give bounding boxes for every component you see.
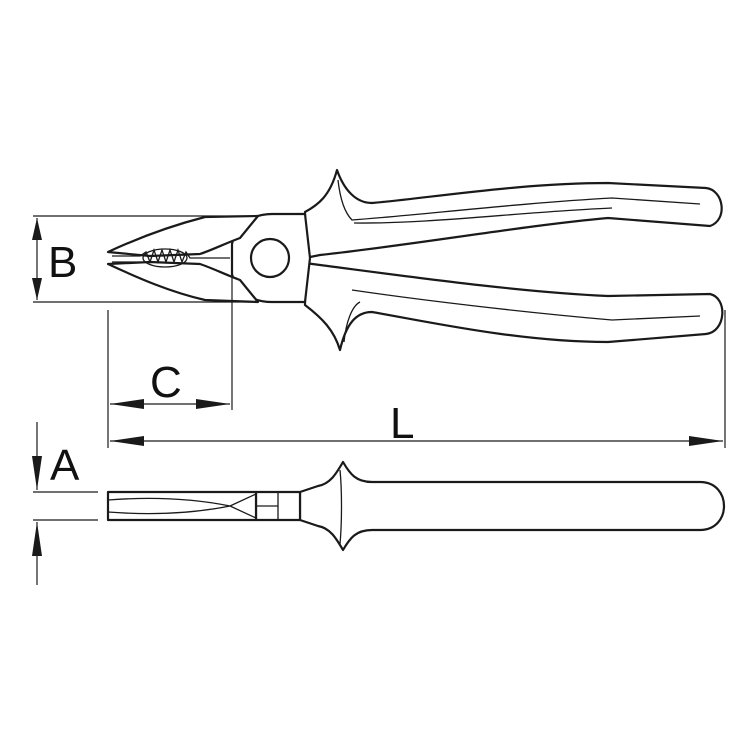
pliers-top-view <box>106 168 724 352</box>
lower-handle-inner-line-2 <box>343 301 361 343</box>
dim-c-label: C <box>150 358 182 407</box>
upper-handle-inner-line-2 <box>353 207 613 224</box>
pivot-rivet <box>249 237 291 279</box>
lower-handle-inner-line <box>351 289 701 321</box>
side-handle-guard-line <box>339 469 343 545</box>
lower-handle <box>303 261 724 352</box>
side-jaw <box>106 490 258 522</box>
upper-handle-inner-line <box>337 179 701 221</box>
dim-l-arrow-right <box>689 436 723 446</box>
dim-b-label: B <box>48 238 77 287</box>
dim-a-arrow-top <box>32 456 42 490</box>
dim-c-arrow-left <box>110 399 144 409</box>
dim-a-label: A <box>50 441 80 490</box>
dim-l-arrow-left <box>110 436 144 446</box>
side-jaw-bevel <box>107 493 257 519</box>
dimension-lines: B C L A <box>32 215 726 585</box>
pliers-side-view <box>106 460 725 552</box>
dim-b-arrow-top <box>32 218 42 240</box>
dim-b-arrow-bottom <box>32 278 42 300</box>
serration-pocket <box>142 248 188 268</box>
dim-a-arrow-bottom <box>32 522 42 556</box>
side-handle <box>298 460 725 552</box>
dim-l-label: L <box>390 399 414 448</box>
jaw-serration <box>112 247 230 265</box>
dim-c-arrow-right <box>196 399 230 409</box>
